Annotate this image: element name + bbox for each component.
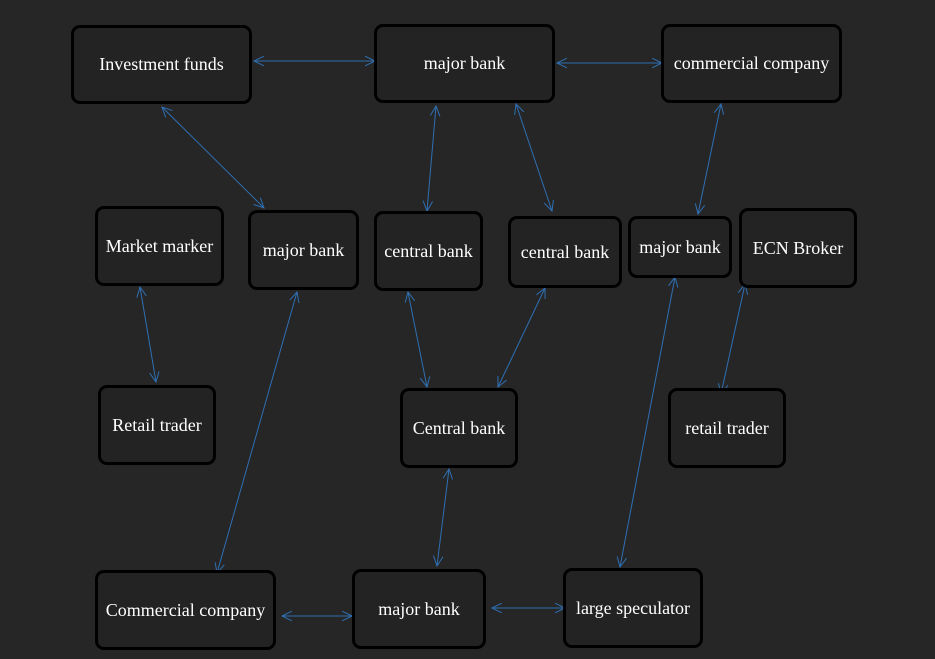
arrowhead-start (442, 467, 454, 480)
edge-commercial-company-bottom-major-bank-bottom (280, 610, 354, 622)
node-commercial-company-top[interactable]: commercial company (661, 24, 842, 103)
arrowhead-start (136, 285, 147, 298)
node-retail-trader-left[interactable]: Retail trader (98, 385, 216, 465)
edge-central-bank-main-major-bank-bottom (432, 467, 454, 568)
node-central-bank-main[interactable]: Central bank (400, 388, 518, 468)
edge-central-bank-2-central-bank-main (497, 286, 546, 389)
edge-major-bank-top-central-bank-2 (514, 102, 554, 213)
node-label: commercial company (673, 53, 830, 73)
node-major-bank-mid-left[interactable]: major bank (248, 210, 359, 290)
arrowhead-start (536, 286, 546, 300)
arrowhead-start (280, 610, 293, 622)
arrowhead-end (616, 556, 627, 569)
node-central-bank-1[interactable]: central bank (374, 211, 483, 291)
node-major-bank-top[interactable]: major bank (374, 24, 555, 103)
arrowhead-start (289, 290, 300, 303)
node-label: central bank (384, 240, 473, 261)
edge-major-bank-top-central-bank-1 (422, 104, 441, 213)
edge-investment-funds-major-bank-mid-left (161, 106, 265, 209)
node-label: Central bank (412, 417, 506, 438)
edge-ecn-broker-retail-trader-right (717, 282, 749, 396)
arrowhead-start (514, 102, 525, 115)
arrowhead-start (555, 57, 568, 69)
arrowhead-end (419, 376, 431, 389)
arrowhead-end (253, 197, 265, 209)
node-label: central bank (520, 241, 610, 262)
node-major-bank-mid-right[interactable]: major bank (628, 216, 732, 278)
edge-central-bank-1-central-bank-main (404, 290, 431, 389)
arrowhead-start (252, 55, 265, 67)
arrowhead-end (341, 610, 354, 622)
node-label: large speculator (575, 597, 691, 618)
node-commercial-company-bottom[interactable]: Commercial company (95, 570, 276, 650)
edge-investment-funds-major-bank-top (252, 55, 377, 67)
edge-major-bank-mid-left-commercial-company-bottom (214, 290, 300, 575)
arrowhead-end (422, 200, 434, 213)
node-ecn-broker[interactable]: ECN Broker (739, 208, 857, 288)
arrowhead-start (161, 106, 173, 118)
node-label: Commercial company (105, 599, 266, 620)
arrowhead-start (490, 602, 503, 614)
edge-commercial-company-top-major-bank-mid-right (694, 102, 725, 216)
edge-market-marker-retail-trader-left (136, 285, 160, 384)
node-label: Market marker (105, 235, 214, 256)
node-large-speculator[interactable]: large speculator (563, 568, 703, 648)
node-label: major bank (423, 53, 506, 73)
node-central-bank-2[interactable]: central bank (508, 216, 622, 288)
edge-major-bank-bottom-large-speculator (490, 602, 567, 614)
node-label: ECN Broker (752, 237, 844, 258)
arrowhead-end (694, 203, 706, 216)
arrowhead-start (713, 102, 725, 115)
node-retail-trader-right[interactable]: retail trader (668, 388, 786, 468)
arrowhead-end (497, 375, 507, 389)
node-label: major bank (378, 598, 460, 619)
node-label: retail trader (685, 417, 769, 438)
arrowhead-end (149, 371, 160, 384)
node-major-bank-bottom[interactable]: major bank (352, 569, 486, 649)
node-label: Retail trader (112, 414, 202, 435)
node-label: major bank (262, 239, 345, 260)
node-label: major bank (639, 236, 721, 257)
arrowhead-end (543, 200, 554, 213)
arrowhead-start (404, 290, 416, 303)
arrowhead-start (668, 275, 679, 288)
node-investment-funds[interactable]: Investment funds (71, 25, 252, 104)
node-label: Investment funds (99, 54, 224, 74)
arrowhead-end (432, 555, 444, 568)
arrowhead-start (429, 104, 441, 117)
edge-major-bank-top-commercial-company-top (555, 57, 664, 69)
node-market-marker[interactable]: Market marker (95, 206, 224, 286)
